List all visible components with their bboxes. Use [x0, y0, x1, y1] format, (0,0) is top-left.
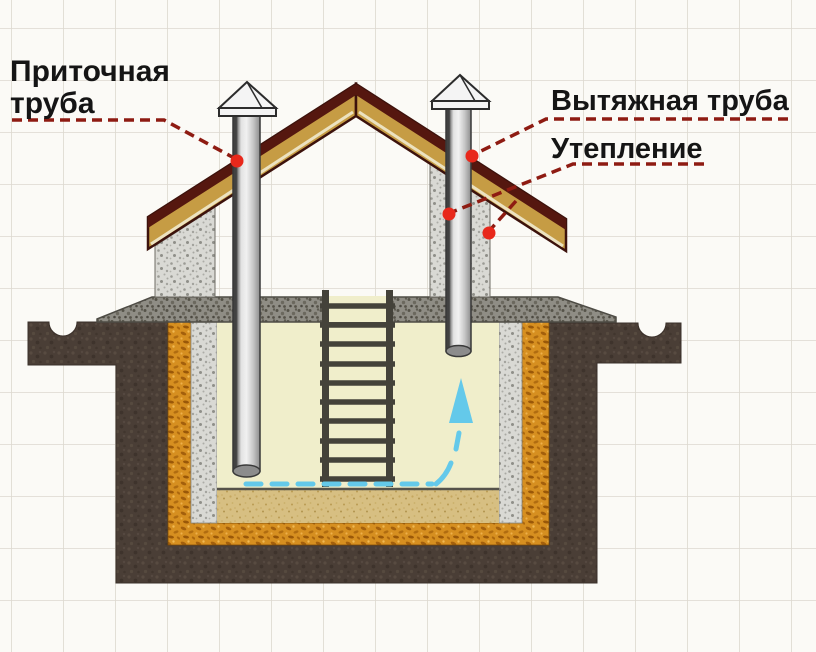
label-exhaust-pipe: Вытяжная труба: [551, 85, 790, 117]
leader-supply-pipe: [12, 118, 237, 161]
soil-mass: [27, 321, 682, 584]
marker-dots: [230, 149, 496, 240]
exhaust-pipe-cap: [429, 73, 492, 110]
marker-dot-insulation-1: [442, 207, 456, 221]
airflow-curve-dash: [433, 460, 454, 487]
ladder-rungs: [320, 303, 395, 482]
airflow-rise-dash: [453, 430, 462, 452]
airflow: [243, 378, 473, 487]
supply-pipe: [216, 80, 279, 478]
ladder-rail-right: [386, 290, 393, 487]
label-supply-pipe-line1: Приточная: [10, 55, 170, 88]
label-insulation: Утепление: [551, 133, 703, 165]
marker-dot-supply: [230, 154, 244, 168]
leader-exhaust-pipe: [474, 117, 788, 156]
ladder: [320, 290, 395, 487]
concrete-wall-left: [190, 321, 218, 524]
leader-lines: [12, 117, 788, 232]
hatch-opening: [329, 296, 386, 322]
leader-insulation: [451, 162, 704, 214]
exhaust-insulation-right: [469, 188, 491, 298]
label-supply-pipe-line2: труба: [10, 87, 95, 120]
marker-dot-exhaust: [465, 149, 479, 163]
airflow-arrow-up: [449, 378, 473, 423]
exhaust-insulation-left: [429, 163, 447, 298]
supply-pipe-cap: [216, 80, 279, 117]
exhaust-pipe: [429, 73, 492, 358]
leader-insulation-branch: [488, 199, 518, 232]
exhaust-pipe-bottom: [445, 344, 472, 358]
supply-pipe-bottom: [232, 464, 261, 478]
marker-dot-insulation-2: [482, 226, 496, 240]
ladder-rail-left: [322, 290, 329, 487]
sand-floor: [217, 489, 499, 523]
concrete-wall-right: [498, 321, 523, 524]
